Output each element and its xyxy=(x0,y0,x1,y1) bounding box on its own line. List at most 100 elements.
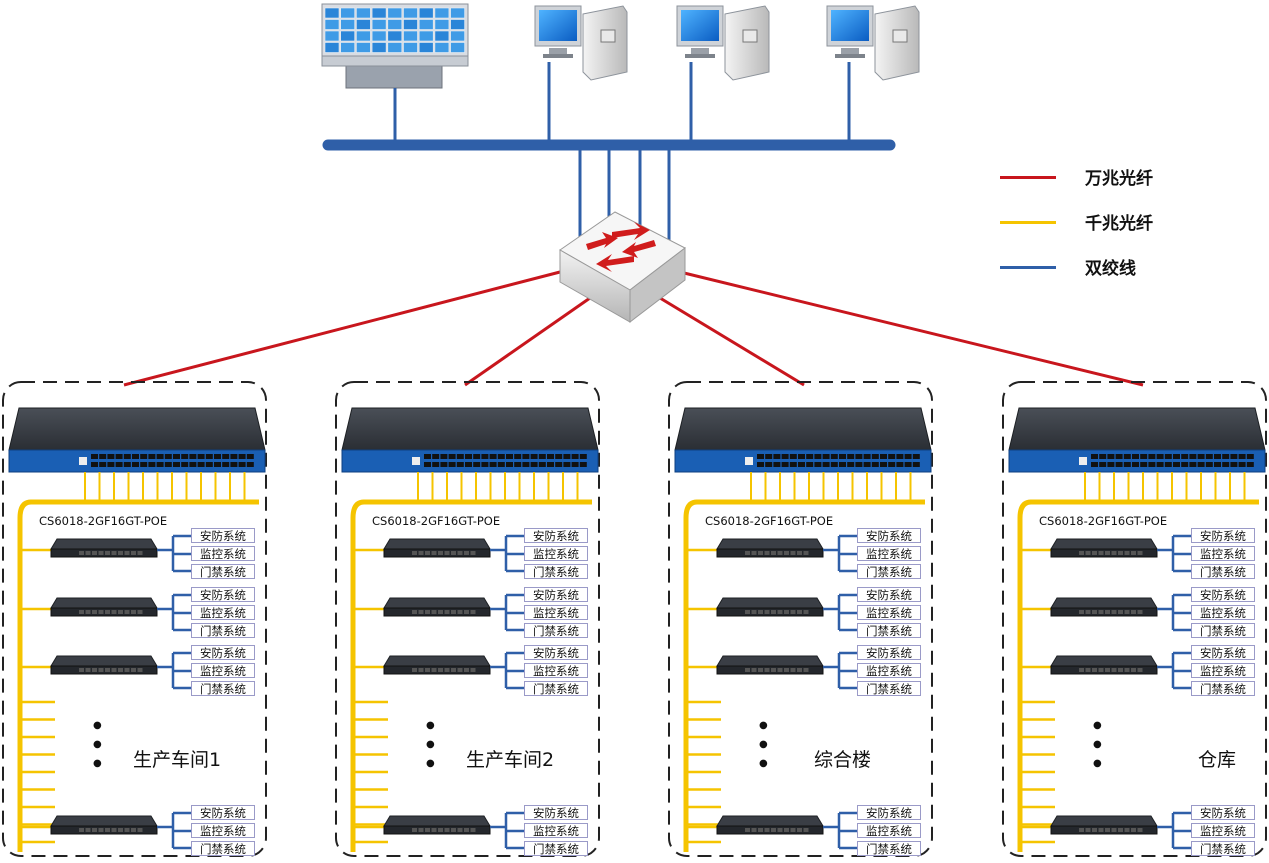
system-label: 门禁系统 xyxy=(857,623,921,638)
legend-line-1g xyxy=(1000,221,1056,224)
ellipsis-dots: ●●● xyxy=(1093,720,1102,769)
system-label: 安防系统 xyxy=(1191,528,1255,543)
zone-2 xyxy=(335,381,600,857)
access-switch-icon xyxy=(1008,407,1266,473)
system-label: 监控系统 xyxy=(191,546,255,561)
twisted-pair-links xyxy=(490,651,524,690)
fiber-1g-links xyxy=(1017,472,1259,852)
system-label: 门禁系统 xyxy=(1191,841,1255,856)
switch-model-label: CS6018-2GF16GT-POE xyxy=(372,514,501,528)
system-label: 监控系统 xyxy=(191,663,255,678)
zone-name: 生产车间1 xyxy=(133,749,222,771)
system-label: 安防系统 xyxy=(191,587,255,602)
zone-1 xyxy=(2,381,267,857)
twisted-pair-links xyxy=(1157,534,1191,573)
system-label: 监控系统 xyxy=(857,823,921,838)
twisted-pair-links xyxy=(157,651,191,690)
system-label: 安防系统 xyxy=(857,587,921,602)
system-label: 安防系统 xyxy=(191,645,255,660)
twisted-pair-links xyxy=(157,811,191,850)
edge-switch-icon xyxy=(716,597,824,617)
system-label: 安防系统 xyxy=(857,528,921,543)
switch-model-label: CS6018-2GF16GT-POE xyxy=(1039,514,1168,528)
access-switch-icon xyxy=(674,407,932,473)
system-label: 门禁系统 xyxy=(524,623,588,638)
zone-name: 综合楼 xyxy=(814,749,872,771)
fiber-10g-links xyxy=(123,270,1144,387)
edge-switch-icon xyxy=(50,655,158,675)
system-label: 监控系统 xyxy=(857,546,921,561)
zone-4 xyxy=(1002,381,1267,857)
system-label: 监控系统 xyxy=(1191,823,1255,838)
system-label: 门禁系统 xyxy=(191,841,255,856)
edge-switch-icon xyxy=(383,655,491,675)
twisted-pair-links xyxy=(490,534,524,573)
system-label: 门禁系统 xyxy=(1191,681,1255,696)
system-label: 门禁系统 xyxy=(1191,564,1255,579)
system-label: 门禁系统 xyxy=(857,681,921,696)
twisted-pair-links xyxy=(157,593,191,632)
system-label: 安防系统 xyxy=(857,645,921,660)
system-label: 监控系统 xyxy=(524,546,588,561)
ellipsis-dots: ●●● xyxy=(759,720,768,769)
twisted-pair-links xyxy=(490,593,524,632)
system-label: 监控系统 xyxy=(524,663,588,678)
system-label: 安防系统 xyxy=(524,587,588,602)
system-label: 安防系统 xyxy=(857,805,921,820)
edge-switch-icon xyxy=(1050,597,1158,617)
edge-switch-icon xyxy=(383,538,491,558)
device-drop-lines xyxy=(393,62,851,250)
switch-model-label: CS6018-2GF16GT-POE xyxy=(705,514,834,528)
system-label: 监控系统 xyxy=(1191,663,1255,678)
system-label: 安防系统 xyxy=(1191,645,1255,660)
system-label: 安防系统 xyxy=(191,528,255,543)
edge-switch-icon xyxy=(716,655,824,675)
video-wall-icon xyxy=(321,3,469,89)
system-label: 监控系统 xyxy=(857,605,921,620)
system-label: 安防系统 xyxy=(1191,805,1255,820)
system-label: 门禁系统 xyxy=(191,623,255,638)
system-label: 门禁系统 xyxy=(857,564,921,579)
system-label: 门禁系统 xyxy=(191,564,255,579)
system-label: 安防系统 xyxy=(191,805,255,820)
system-label: 门禁系统 xyxy=(857,841,921,856)
zone-border xyxy=(1002,381,1267,857)
twisted-pair-links xyxy=(1157,811,1191,850)
edge-switch-icon xyxy=(716,538,824,558)
edge-switch-icon xyxy=(50,538,158,558)
twisted-pair-links xyxy=(1157,593,1191,632)
zone-3 xyxy=(668,381,933,857)
system-label: 门禁系统 xyxy=(524,841,588,856)
legend-line-twisted-pair xyxy=(1000,266,1056,269)
ellipsis-dots: ●●● xyxy=(93,720,102,769)
twisted-pair-links xyxy=(823,811,857,850)
system-label: 门禁系统 xyxy=(524,564,588,579)
system-label: 安防系统 xyxy=(524,528,588,543)
legend-label-twisted-pair: 双绞线 xyxy=(1085,259,1136,279)
twisted-pair-links xyxy=(1157,651,1191,690)
system-label: 安防系统 xyxy=(524,805,588,820)
twisted-pair-links xyxy=(823,534,857,573)
system-label: 监控系统 xyxy=(191,823,255,838)
fiber-1g-links xyxy=(350,472,592,852)
zone-name: 生产车间2 xyxy=(466,749,555,771)
edge-switch-icon xyxy=(1050,815,1158,835)
edge-switch-icon xyxy=(50,815,158,835)
edge-switch-icon xyxy=(50,597,158,617)
pc-icon xyxy=(534,5,628,81)
zone-border xyxy=(335,381,600,857)
system-label: 门禁系统 xyxy=(524,681,588,696)
fiber-1g-links xyxy=(17,472,259,852)
edge-switch-icon xyxy=(383,597,491,617)
access-switch-icon xyxy=(341,407,599,473)
edge-switch-icon xyxy=(1050,538,1158,558)
core-switch-icon xyxy=(559,211,686,324)
system-label: 监控系统 xyxy=(1191,546,1255,561)
twisted-pair-links xyxy=(490,811,524,850)
edge-switch-icon xyxy=(383,815,491,835)
system-label: 安防系统 xyxy=(1191,587,1255,602)
twisted-pair-links xyxy=(823,593,857,632)
switch-model-label: CS6018-2GF16GT-POE xyxy=(39,514,168,528)
ellipsis-dots: ●●● xyxy=(426,720,435,769)
